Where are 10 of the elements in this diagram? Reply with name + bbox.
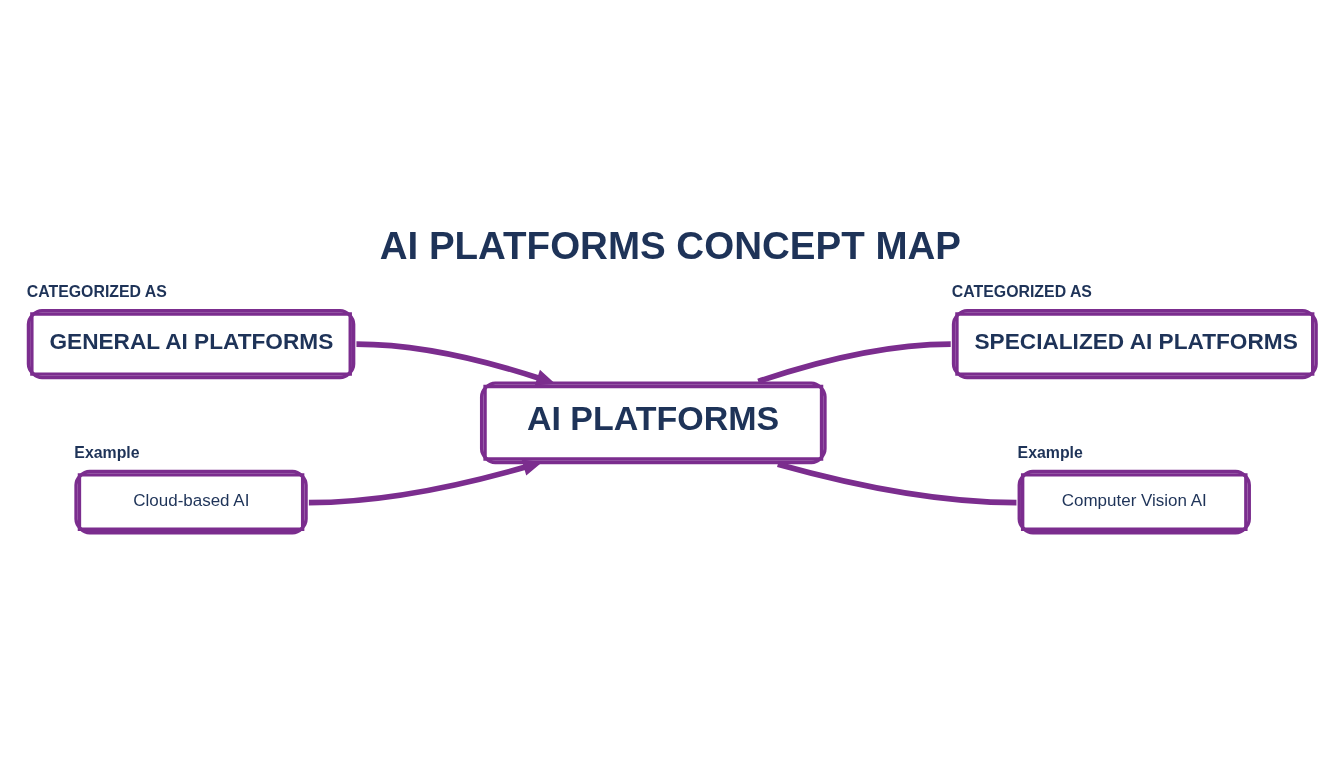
diagram-title: AI PLATFORMS CONCEPT MAP — [379, 223, 961, 267]
node-label: CATEGORIZED AS — [951, 282, 1092, 300]
node-label: Example — [1017, 443, 1083, 461]
node-label: CATEGORIZED AS — [26, 282, 167, 300]
arrow — [308, 459, 543, 506]
arrow — [356, 341, 556, 386]
node-label: Example — [74, 443, 140, 461]
connector — [777, 461, 1017, 506]
node-box: GENERAL AI PLATFORMS — [26, 308, 356, 380]
connector — [757, 341, 951, 385]
